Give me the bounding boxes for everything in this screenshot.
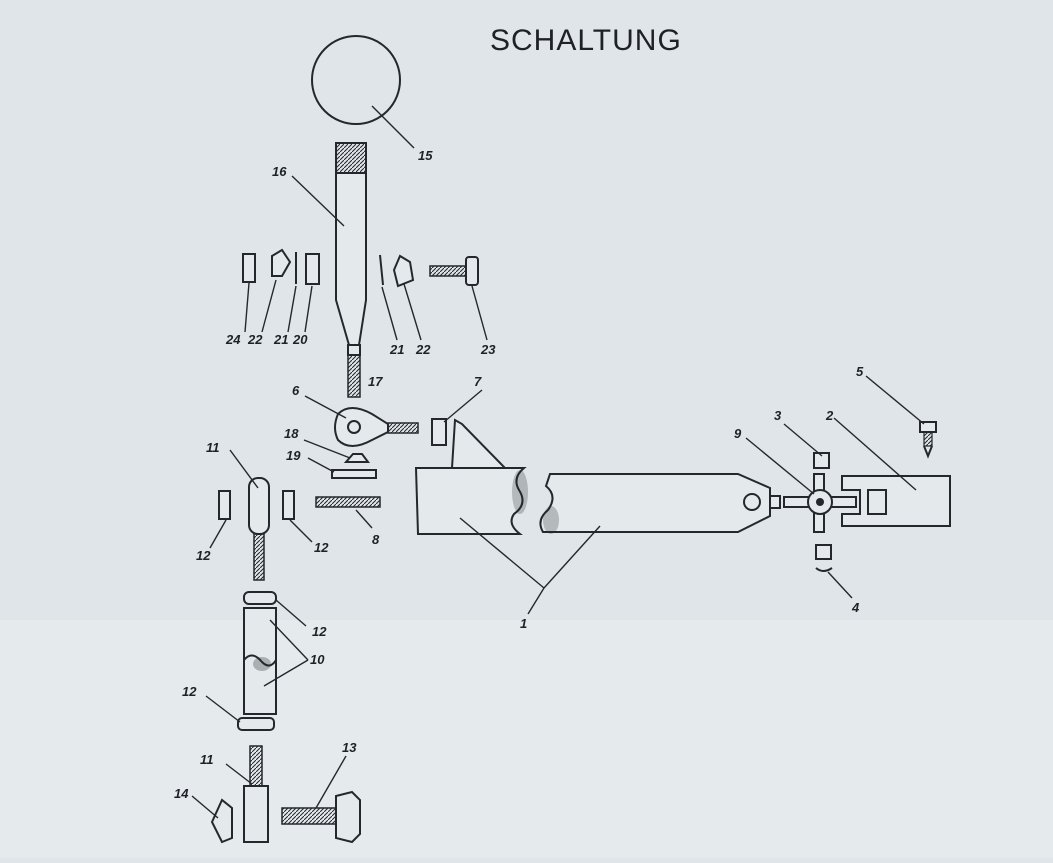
part-12-sleeve-left bbox=[218, 490, 231, 520]
label-12-top: 12 bbox=[312, 624, 327, 639]
part-13-bolt bbox=[281, 790, 361, 844]
label-20: 20 bbox=[292, 332, 308, 347]
part-12-ring-bottom bbox=[237, 717, 275, 731]
part-19-washer bbox=[331, 469, 377, 479]
label-22-left: 22 bbox=[247, 332, 263, 347]
label-6: 6 bbox=[292, 383, 300, 398]
part-5-screw bbox=[919, 421, 937, 459]
label-12-left: 12 bbox=[196, 548, 211, 563]
part-9-joint-cross bbox=[783, 473, 857, 533]
label-24: 24 bbox=[225, 332, 241, 347]
label-7: 7 bbox=[474, 374, 482, 389]
part-11-link-upper bbox=[248, 477, 270, 581]
label-23: 23 bbox=[480, 342, 496, 357]
part-21-washer-right bbox=[379, 254, 384, 286]
diagram-title: SCHALTUNG bbox=[490, 24, 682, 57]
part-12-ring-top bbox=[243, 591, 277, 605]
part-1-shift-rod bbox=[414, 418, 781, 535]
part-17-threaded-end bbox=[347, 354, 361, 398]
label-11-lower: 11 bbox=[200, 752, 214, 767]
label-18: 18 bbox=[284, 426, 299, 441]
part-15-shift-knob bbox=[311, 35, 401, 125]
label-21-right: 21 bbox=[389, 342, 404, 357]
label-1: 1 bbox=[520, 616, 527, 631]
label-4: 4 bbox=[851, 600, 860, 615]
label-12-bottom: 12 bbox=[182, 684, 197, 699]
part-23-screw bbox=[429, 256, 479, 286]
part-3-bearing-cap bbox=[813, 452, 830, 469]
part-24-bushing bbox=[242, 253, 256, 283]
part-7-nut bbox=[431, 418, 447, 446]
label-17: 17 bbox=[368, 374, 383, 389]
label-5: 5 bbox=[856, 364, 864, 379]
label-11-upper: 11 bbox=[206, 440, 220, 455]
label-19: 19 bbox=[286, 448, 301, 463]
label-9: 9 bbox=[734, 426, 742, 441]
label-22-right: 22 bbox=[415, 342, 431, 357]
part-10-coupling-tube bbox=[243, 607, 277, 715]
label-2: 2 bbox=[825, 408, 834, 423]
part-14-cone-washer bbox=[210, 798, 233, 844]
label-16: 16 bbox=[272, 164, 287, 179]
part-12-sleeve-right bbox=[282, 490, 295, 520]
label-12-right: 12 bbox=[314, 540, 329, 555]
label-21-left: 21 bbox=[273, 332, 288, 347]
label-10: 10 bbox=[310, 652, 325, 667]
label-14: 14 bbox=[174, 786, 189, 801]
part-20-bushing bbox=[305, 253, 320, 285]
label-3: 3 bbox=[774, 408, 782, 423]
label-13: 13 bbox=[342, 740, 357, 755]
label-15: 15 bbox=[418, 148, 433, 163]
part-6-eye-bolt bbox=[334, 407, 419, 447]
part-22-cone-washer-left bbox=[271, 248, 292, 277]
part-4-bearing-cap bbox=[815, 544, 833, 572]
part-11-link-lower bbox=[243, 745, 269, 843]
part-2-yoke bbox=[841, 475, 951, 527]
part-8-threaded-rod bbox=[315, 496, 381, 508]
part-22-cone-washer-right bbox=[392, 254, 415, 288]
part-18-cone bbox=[343, 453, 370, 463]
label-8: 8 bbox=[372, 532, 380, 547]
